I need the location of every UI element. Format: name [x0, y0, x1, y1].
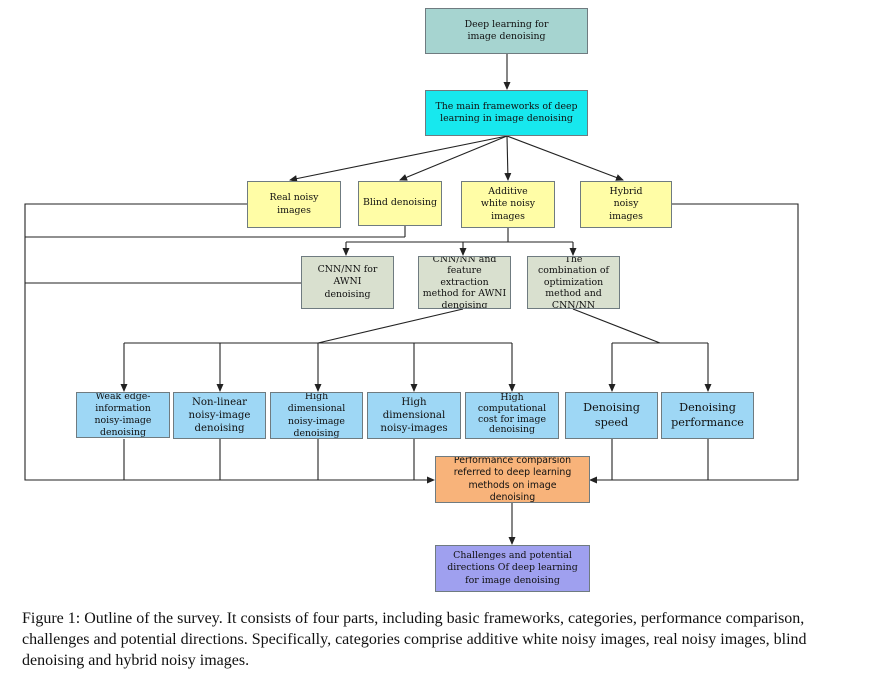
weak-edge-box: Weak edge-information noisy-image denois… — [76, 392, 170, 438]
hybrid-noisy-box: Hybrid noisy images — [580, 181, 672, 228]
blind-denoising-box: Blind denoising — [358, 181, 442, 226]
arrow-frameworks-blind — [399, 135, 508, 181]
line-combination-diag — [572, 308, 661, 344]
challenges-box: Challenges and potential directions Of d… — [435, 545, 590, 592]
figure-caption: Figure 1: Outline of the survey. It cons… — [22, 610, 807, 669]
cnn-feature-box: CNN/NN and feature extraction method for… — [418, 256, 511, 309]
real-noisy-box: Real noisy images — [247, 181, 341, 228]
arrow-frameworks-real — [289, 135, 508, 183]
high-dim-1-box: High dimensional noisy-image denoising — [270, 392, 363, 439]
high-dim-2-box: High dimensional noisy-images — [367, 392, 461, 439]
frameworks-box: The main frameworks of deep learning in … — [425, 90, 588, 136]
speed-box: Denoising speed — [565, 392, 658, 439]
cnn-awni-box: CNN/NN for AWNI denoising — [301, 256, 394, 309]
high-cost-box: High computational cost for image denois… — [465, 392, 559, 439]
combination-box: The combination of optimization method a… — [527, 256, 620, 309]
arrow-frameworks-additive — [504, 135, 512, 181]
line-feature-diag — [317, 308, 464, 344]
arrow-frameworks-hybrid — [506, 135, 624, 181]
additive-white-box: Additive white noisy images — [461, 181, 555, 228]
connector-lines — [24, 54, 799, 545]
line-real-outer — [24, 203, 435, 484]
performance-box: Denoising performance — [661, 392, 754, 439]
root-box: Deep learning for image denoising — [425, 8, 588, 54]
non-linear-box: Non-linear noisy-image denoising — [173, 392, 266, 439]
line-hybrid-outer — [589, 203, 799, 484]
comparison-box: Performance comparsion referred to deep … — [435, 456, 590, 503]
survey-outline-diagram: Deep learning for image denoising The ma… — [24, 8, 799, 592]
